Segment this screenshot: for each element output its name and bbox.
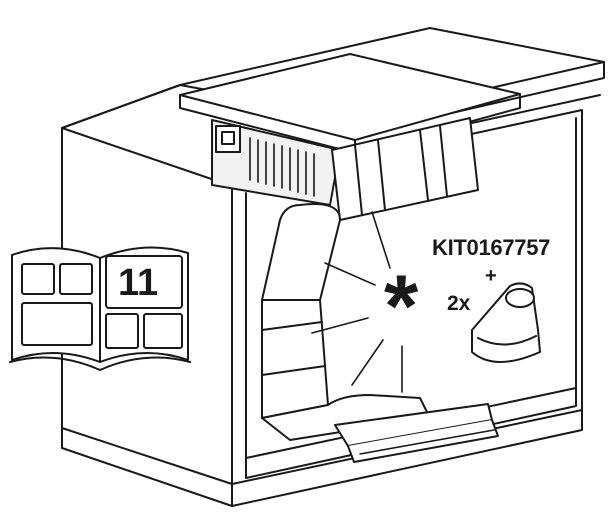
asterisk-marker: *	[384, 256, 419, 355]
duct-adapter-part	[471, 282, 541, 363]
connector-box	[215, 125, 241, 153]
vent-grille	[249, 137, 315, 197]
duct-system	[261, 117, 499, 463]
manual-book-icon	[9, 246, 191, 371]
duct-vertical	[261, 299, 329, 419]
plus-sign: +	[485, 265, 497, 287]
hob-appliance	[179, 53, 521, 206]
manual-page-number: 11	[118, 262, 159, 304]
attention-rays	[311, 211, 403, 393]
quantity-label: 2x	[447, 292, 471, 315]
kit-code-label: KIT0167757	[432, 235, 551, 260]
duct-plinth	[261, 394, 431, 441]
